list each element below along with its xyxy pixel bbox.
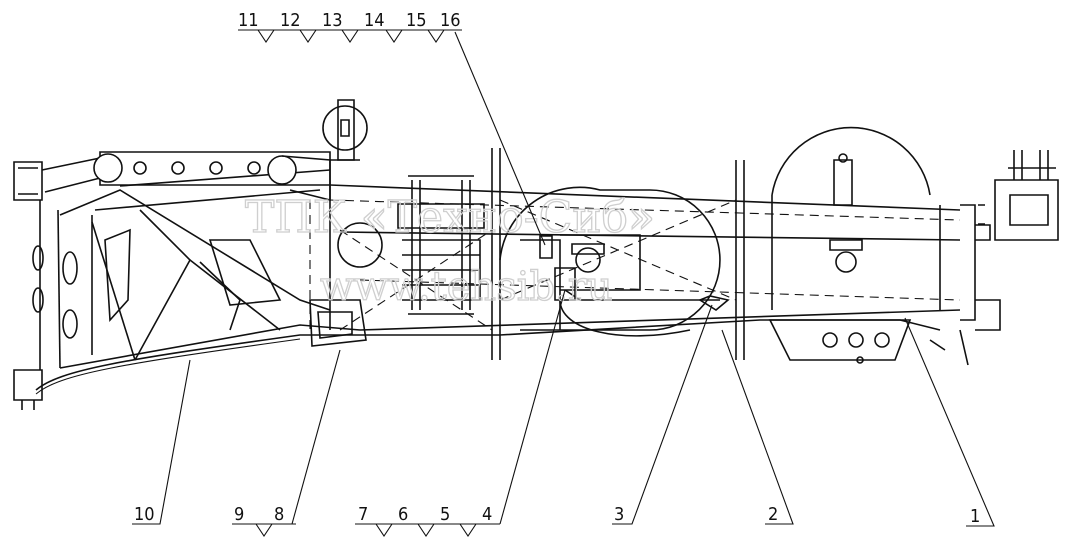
watermark-url: www.tehsib.ru [320,264,613,310]
watermark-company: ТПК «Техно-Сиб» [245,192,655,243]
callout-15: 15 [406,10,427,31]
callout-14: 14 [364,10,385,31]
callout-8: 8 [274,504,284,525]
callout-1: 1 [970,506,980,527]
callouts-top: 11 12 13 14 15 16 [238,10,546,246]
callout-6: 6 [398,504,408,525]
callout-5: 5 [440,504,450,525]
callout-9: 9 [234,504,244,525]
callout-2: 2 [768,504,778,525]
chassis-frame [13,99,1059,410]
callout-12: 12 [280,10,301,31]
callout-11: 11 [238,10,259,31]
callout-7: 7 [358,504,368,525]
callout-4: 4 [482,504,492,525]
callout-10: 10 [134,504,155,525]
callout-13: 13 [322,10,343,31]
callout-16: 16 [440,10,461,31]
callouts-bottom: 10 9 8 7 6 5 4 3 2 1 [132,289,995,537]
callout-3: 3 [614,504,624,525]
wire-harness [35,235,969,395]
